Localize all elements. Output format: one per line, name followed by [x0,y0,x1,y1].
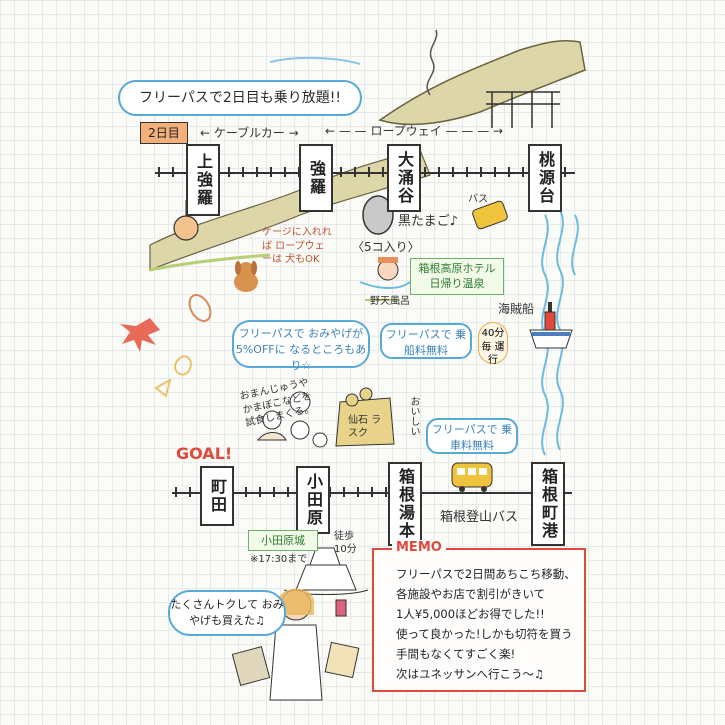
grass-stroke [149,253,271,272]
dog-note: ケージに入れれば ロープウェーは 犬もOK [262,227,332,265]
shopping-bubble: たくさんトクして おみやげも買えた♫ [168,590,286,636]
station-machida: 町田 [200,466,234,526]
pirate-ship-label: 海賊船 [498,302,535,316]
castle-hours: ※17:30まで [250,554,308,565]
cable-car-label: ← ケーブルカー → [200,126,299,140]
station-kamigora: 上強羅 [186,144,220,216]
station-owakudani: 大涌谷 [387,144,421,212]
rusk-label: 仙石 ラスク [348,415,382,439]
egg-count-label: 〈5コ入り〉 [352,240,420,254]
walk-note: 徒歩 10分 [334,531,357,555]
rusk-bag-icon [335,387,395,447]
day-badge: 2日目 [140,122,188,144]
delicious-label: おいしい [408,396,419,436]
memo-title: MEMO [392,540,446,555]
mountain-top [378,39,586,126]
top-rail-ticks [158,167,574,177]
memo-line-4: 使って良かった!しかも切符を買う [396,627,573,641]
dog-icon [234,261,258,292]
bottom-bus-icon [451,462,493,492]
memo-line-2: 各施設やお店で割引がきいて [396,587,546,601]
ship-free-bubble: フリーパスで 乗船料無料 [380,323,472,359]
castle-label: 小田原城 [248,530,318,552]
railing-icon [486,91,560,128]
manju-icon [256,391,328,448]
bus-line-label: 箱根登山バス [440,510,519,525]
station-hakone-yumoto: 箱根湯本 [388,462,422,546]
castle-icon [283,547,369,595]
smoke-icon [426,29,438,96]
bus-small-label: バス [468,194,488,205]
ropeway-label: ← — — ロープウェイ — — — → [325,124,504,138]
outdoor-bath-label: 野天風呂 [370,296,410,307]
station-gora: 強羅 [299,144,333,212]
ginkgo-leaf-icon [174,355,192,376]
sky-stroke [269,56,361,65]
free-pass-bubble: フリーパスで2日目も乗り放題!! [118,80,362,116]
memo-line-1: フリーパスで2日間あちこち移動、 [396,567,576,581]
station-odawara: 小田原 [296,466,330,534]
memo-line-5: 手間もなくてすごく楽! [396,647,516,661]
memo-line-6: 次はユネッサンへ行こう〜♫ [396,667,545,681]
memo-box: MEMO フリーパスで2日間あちこち移動、 各施設やお店で割引がきいて 1人¥5… [372,540,586,692]
goal-label: GOAL! [176,444,233,463]
pirate-ship-icon [529,302,573,349]
souvenir-bubble: フリーパスで おみやげが5%OFFに なるところもあり☆ [232,320,370,372]
bottom-rail-ticks [175,487,397,497]
free-pass-bubble-text: フリーパスで2日目も乗り放題!! [139,90,341,106]
station-togendai: 桃源台 [528,144,562,212]
ship-interval-badge: 40分毎 運行 [478,322,508,366]
onsen-label: 箱根高原ホテル 日帰り温泉 [410,258,504,295]
black-egg-icon [362,195,394,235]
gondola-icon [173,215,199,241]
station-hakone-machi-ko: 箱根町港 [531,462,565,546]
memo-line-3: 1人¥5,000ほどお得でした!! [396,607,545,621]
leaf-icon [188,294,212,322]
maple-leaf-icon [120,318,160,352]
shopping-woman-icon [231,588,360,701]
black-egg-label: 黒たまご♪ [398,214,458,229]
bus-icon [472,200,508,230]
onsen-person-icon [359,257,411,289]
bus-free-bubble: フリーパスで 乗車料無料 [426,418,518,454]
